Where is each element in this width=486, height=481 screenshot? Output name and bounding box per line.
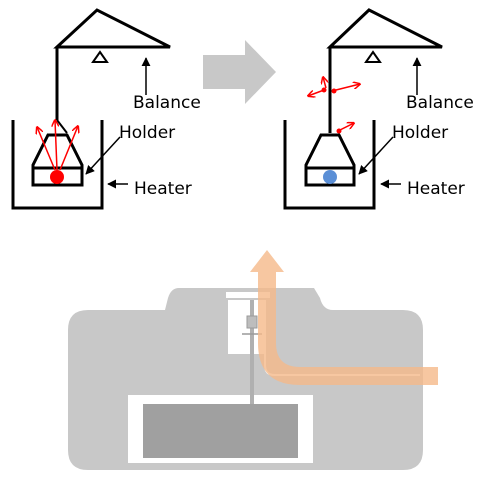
sample-holder <box>304 133 356 187</box>
hang-hook <box>246 315 258 329</box>
balance-beam <box>326 8 443 49</box>
holder-pointer <box>85 136 121 175</box>
sample-dot <box>50 170 64 184</box>
left-panel: Balance Holder Heater <box>11 8 201 210</box>
balance-label: Balance <box>133 93 201 113</box>
right-panel: Balance Holder Heater <box>283 8 474 210</box>
holder-label: Holder <box>392 123 448 143</box>
balance-fulcrum <box>364 50 382 63</box>
emission-arrows <box>37 120 78 171</box>
gas-flow-arrow <box>250 250 438 385</box>
heater-vessel <box>283 120 376 210</box>
holder-pointer <box>358 136 394 175</box>
balance-label: Balance <box>406 93 474 113</box>
balance-beam <box>53 8 171 49</box>
heater-label: Heater <box>407 179 465 199</box>
transition-arrow <box>203 40 276 104</box>
sample-dot <box>323 170 337 184</box>
balance-fulcrum <box>91 50 109 63</box>
furnace-block <box>143 404 298 458</box>
heater-vessel <box>11 120 104 210</box>
heater-label: Heater <box>134 179 192 199</box>
apparatus-schematic <box>68 250 438 470</box>
deposit-arrows <box>308 77 360 134</box>
holder-label: Holder <box>119 123 175 143</box>
